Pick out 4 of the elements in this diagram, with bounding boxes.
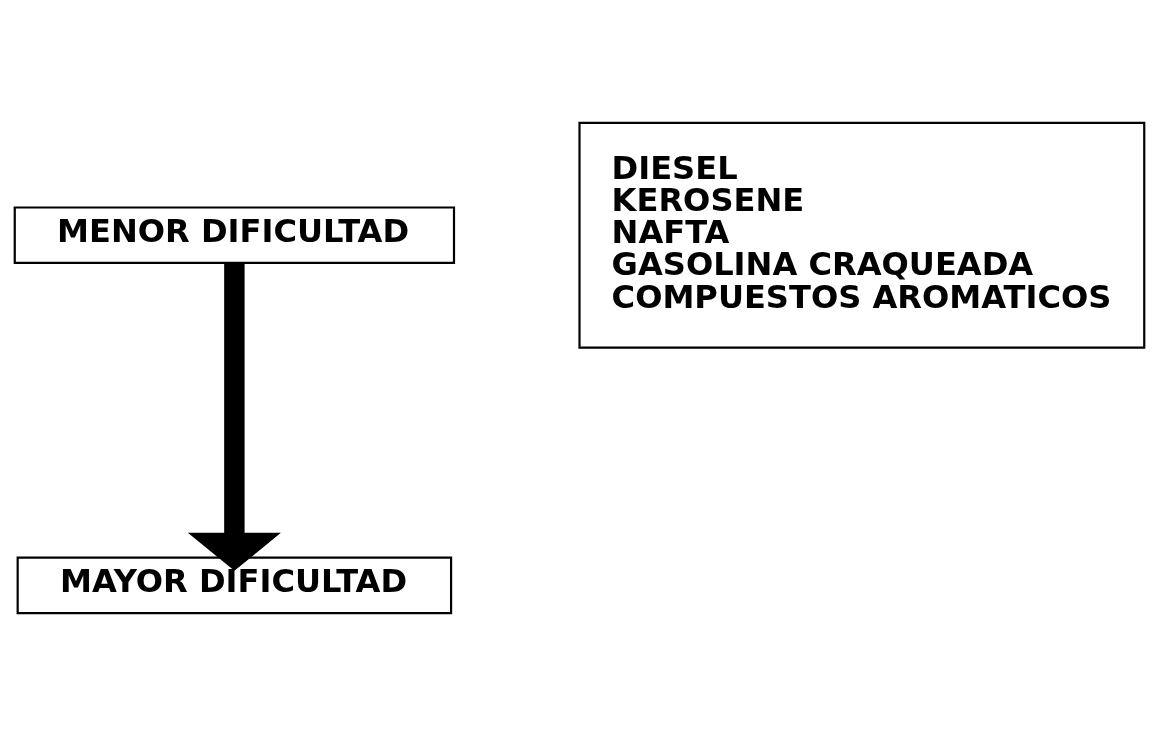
node-box: DIESEL KEROSENE NAFTA GASOLINA CRAQUEADA COMPUESTOS AROMATICOS bbox=[578, 121, 1146, 349]
node-box: MENOR DIFICULTAD bbox=[13, 205, 456, 264]
node-box: MAYOR DIFICULTAD bbox=[16, 556, 453, 614]
arrow bbox=[187, 262, 281, 571]
